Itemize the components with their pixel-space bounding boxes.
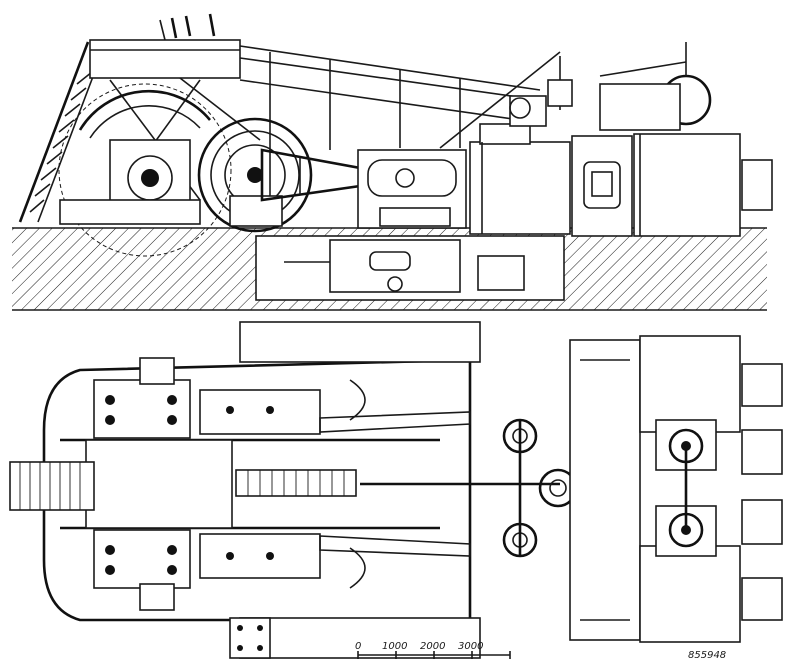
plan-bottom-bracket — [229, 617, 271, 659]
scale-tick-1000: 1000 — [382, 641, 408, 652]
bed-frame — [42, 321, 481, 659]
receiver-drum — [547, 42, 712, 131]
scale-tick-2000: 2000 — [420, 641, 446, 652]
plan-crosshead — [199, 389, 357, 579]
plan-piston-rods — [319, 379, 560, 589]
plan-view — [9, 321, 783, 659]
main-bearing — [59, 139, 201, 225]
crank-disk — [197, 117, 313, 233]
plan-valves — [502, 418, 578, 558]
flywheel — [58, 83, 232, 257]
inclined-frame — [18, 13, 561, 223]
scale-tick-3000: 3000 — [458, 641, 484, 652]
side-elevation-view — [12, 13, 773, 311]
plan-cylinders — [569, 335, 783, 643]
pit-valve-gear — [284, 239, 525, 293]
figure-id: 855948 — [688, 650, 727, 661]
cylinder-one — [469, 95, 571, 235]
scale-tick-0: 0 — [355, 641, 362, 652]
scale-bar — [357, 651, 511, 659]
cylinder-two — [571, 133, 773, 237]
crosshead-guide — [357, 149, 467, 229]
main-shaft — [9, 438, 440, 530]
plan-bearings — [93, 357, 191, 611]
